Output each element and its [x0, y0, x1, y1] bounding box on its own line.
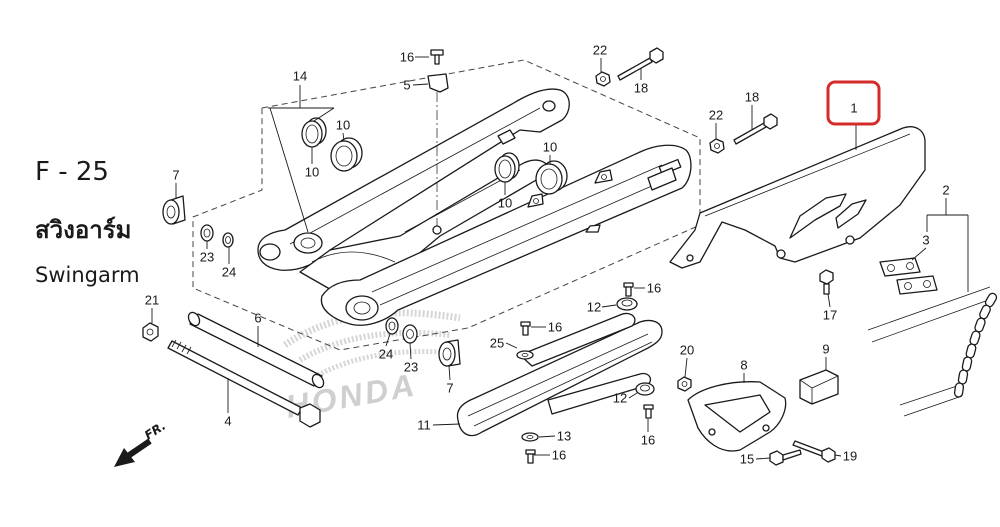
- swingarm-body: [257, 88, 692, 326]
- pivot-nut: [142, 322, 159, 342]
- callout-10[interactable]: 10: [543, 140, 557, 155]
- drive-chain: [867, 286, 998, 417]
- callout-4[interactable]: 4: [224, 414, 231, 429]
- callout-20[interactable]: 20: [680, 343, 694, 358]
- callout-15[interactable]: 15: [740, 452, 754, 467]
- callout-16[interactable]: 16: [548, 320, 562, 335]
- callout-18[interactable]: 18: [745, 90, 759, 105]
- callout-14[interactable]: 14: [293, 69, 307, 84]
- callout-13[interactable]: 13: [557, 429, 571, 444]
- callout-10[interactable]: 10: [305, 165, 319, 180]
- left-pivot-bearing: [162, 195, 234, 248]
- callout-10[interactable]: 10: [336, 118, 350, 133]
- callout-1[interactable]: 1: [850, 101, 857, 116]
- front-direction-arrow-icon: FR.: [114, 419, 168, 467]
- callout-7[interactable]: 7: [172, 168, 179, 183]
- pivot-collar: [187, 311, 325, 389]
- callout-9[interactable]: 9: [822, 342, 829, 357]
- callout-16[interactable]: 16: [641, 433, 655, 448]
- callout-22[interactable]: 22: [709, 108, 723, 123]
- chain-guard-bolt: [819, 269, 834, 295]
- callout-21[interactable]: 21: [145, 293, 159, 308]
- callout-7[interactable]: 7: [446, 381, 453, 396]
- pivot-bolt: [167, 339, 321, 428]
- slider-bolts-and-grommets: [516, 282, 655, 464]
- callout-25[interactable]: 25: [490, 336, 504, 351]
- pivot-bearing-seals: [301, 117, 568, 195]
- callout-16[interactable]: 16: [552, 448, 566, 463]
- title-thai: สวิงอาร์ม: [35, 216, 131, 244]
- chain-guide: [687, 381, 787, 452]
- callout-16[interactable]: 16: [400, 50, 414, 65]
- callout-8[interactable]: 8: [740, 358, 747, 373]
- callout-24[interactable]: 24: [379, 347, 393, 362]
- callout-16[interactable]: 16: [647, 281, 661, 296]
- chain-guide-bolts: [769, 440, 836, 466]
- callout-23[interactable]: 23: [200, 250, 214, 265]
- title-english: Swingarm: [35, 263, 140, 287]
- chain-guard-bolts-and-nuts: [595, 47, 778, 154]
- callout-24[interactable]: 24: [222, 265, 236, 280]
- right-pivot-bearing: [385, 317, 461, 367]
- selected-callout-highlight: [826, 80, 881, 126]
- callout-22[interactable]: 22: [593, 43, 607, 58]
- chain-master-link: [879, 257, 938, 295]
- chain-slider: [456, 312, 663, 437]
- chain-guide-nut: [677, 376, 692, 392]
- front-direction-label: FR.: [142, 419, 168, 443]
- callout-labels: 16 5 14 10 10 10 10 22 18 22 18 1 7 23 2…: [145, 43, 950, 467]
- leader-lines: [151, 56, 969, 460]
- callout-6[interactable]: 6: [254, 311, 261, 326]
- callout-23[interactable]: 23: [404, 360, 418, 375]
- chain-guard: [669, 126, 926, 269]
- callout-17[interactable]: 17: [823, 308, 837, 323]
- callout-12[interactable]: 12: [613, 391, 627, 406]
- callout-12[interactable]: 12: [587, 300, 601, 315]
- callout-5[interactable]: 5: [403, 78, 410, 93]
- callout-19[interactable]: 19: [843, 449, 857, 464]
- top-bolt-and-clip: [427, 49, 449, 226]
- callout-18[interactable]: 18: [634, 81, 648, 96]
- diagram-code: F - 25: [35, 157, 109, 187]
- callout-10[interactable]: 10: [498, 196, 512, 211]
- callout-2[interactable]: 2: [942, 183, 949, 198]
- chain-guide-block: [799, 369, 839, 405]
- callout-3[interactable]: 3: [922, 233, 929, 248]
- callout-11[interactable]: 11: [417, 418, 431, 433]
